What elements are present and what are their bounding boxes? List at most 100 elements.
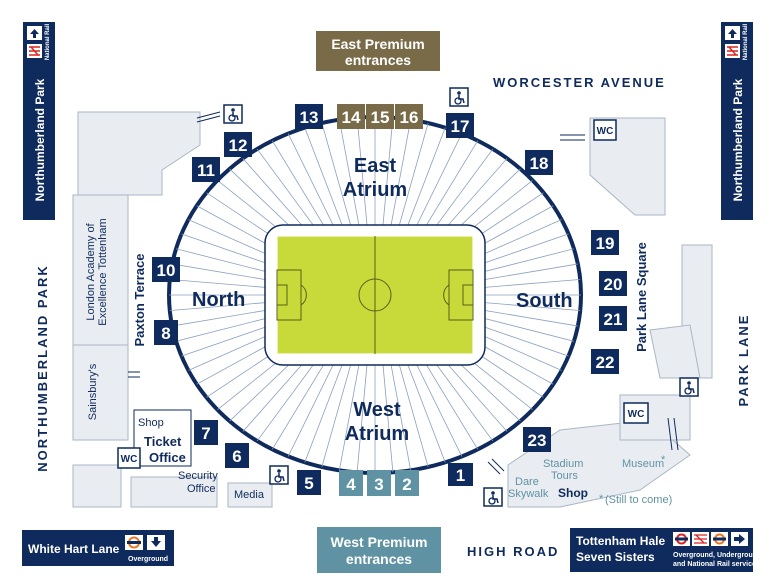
stand-west-label-2: Atrium [345,423,409,445]
shop-ticket-office[interactable]: Shop Ticket Office [133,409,192,467]
svg-text:Seven Sisters: Seven Sisters [576,550,655,564]
gate-23[interactable]: 23 [523,427,551,452]
svg-text:14: 14 [342,108,361,127]
gate-17[interactable]: 17 [446,113,474,138]
gate-8[interactable]: 8 [154,320,178,345]
stadium-tours-label-1: Stadium [543,458,583,470]
stand-south-label: South [516,290,573,312]
station-northumberland-park-right[interactable]: National Rail Northumberland Park [721,22,753,220]
still-to-come-label: (Still to come) [605,494,672,506]
road-park-lane: PARK LANE [736,314,751,407]
gate-1[interactable]: 1 [448,463,473,486]
svg-text:1: 1 [456,466,465,485]
accessible-icon [449,87,469,107]
svg-text:22: 22 [596,353,615,372]
gate-16[interactable]: 16 [395,104,423,129]
svg-text:18: 18 [530,154,549,173]
gate-14[interactable]: 14 [337,104,365,129]
svg-text:16: 16 [400,108,419,127]
road-park-lane-square: Park Lane Square [634,242,649,352]
svg-text:8: 8 [161,324,170,343]
building-sw-block-1 [72,464,122,508]
walkways [128,111,679,475]
gate-5[interactable]: 5 [297,470,321,495]
museum-label: Museum [622,458,664,470]
accessible-icon [223,104,243,124]
gate-19[interactable]: 19 [591,230,619,255]
gates: 1 2 3 4 5 6 7 8 10 11 12 13 14 15 16 17 … [152,104,627,496]
seating-row-line [351,117,371,256]
gate-4[interactable]: 4 [339,470,363,496]
gate-10[interactable]: 10 [152,257,180,282]
gate-3[interactable]: 3 [367,470,391,496]
gate-18[interactable]: 18 [525,150,553,175]
football-pitch [276,235,474,355]
svg-text:WC: WC [121,454,138,465]
gate-2[interactable]: 2 [395,470,419,496]
shop-south-label: Shop [558,486,588,500]
building-north-west [77,111,201,196]
svg-text:7: 7 [201,424,210,443]
svg-text:20: 20 [604,275,623,294]
svg-text:West Premium: West Premium [331,534,428,550]
stand-north-label: North [192,289,245,311]
west-premium-entrances[interactable]: West Premium entrances [317,527,441,573]
road-high-road: HIGH ROAD [467,544,559,559]
wc-south[interactable]: WC [623,402,649,424]
svg-text:National Rail: National Rail [743,23,749,60]
svg-text:5: 5 [304,474,313,493]
svg-text:10: 10 [157,261,176,280]
roundel-icon [711,532,728,546]
svg-text:Northumberland Park: Northumberland Park [731,78,745,201]
academy-label-1: London Academy of [85,222,97,320]
security-office-label-2: Office [187,483,216,495]
svg-text:and National Rail services: and National Rail services [673,561,760,568]
gate-12[interactable]: 12 [224,132,252,157]
building-south-east [649,324,701,379]
road-worcester-avenue: WORCESTER AVENUE [493,75,666,90]
roundel-icon [125,535,143,550]
wc-north-west[interactable]: WC [117,447,141,469]
gate-13[interactable]: 13 [295,104,323,129]
gate-6[interactable]: 6 [225,443,249,468]
svg-text:Office: Office [149,450,186,465]
still-to-come-star-icon: * [599,493,604,505]
svg-text:National Rail: National Rail [45,23,51,60]
station-northumberland-park-left[interactable]: National Rail Northumberland Park [23,22,55,220]
gate-7[interactable]: 7 [194,420,218,445]
gate-21[interactable]: 21 [599,306,627,331]
station-tottenham-hale-seven-sisters[interactable]: Tottenham Hale Seven Sisters Overground,… [570,528,761,572]
stand-east-label-1: East [354,155,397,177]
roundel-icon [673,532,690,546]
svg-text:WC: WC [597,126,614,137]
stadium-tours-label-2: Tours [551,470,578,482]
building-skywalk [507,419,691,508]
svg-text:Overground, Underground: Overground, Underground [673,552,761,559]
museum-star-icon: * [661,454,666,466]
media-label: Media [234,489,265,501]
station-white-hart-lane[interactable]: White Hart Lane Overground [22,530,174,566]
arrow-down-icon [147,535,165,550]
svg-text:12: 12 [229,136,248,155]
svg-text:11: 11 [197,161,215,180]
gate-15[interactable]: 15 [366,104,394,129]
gate-11[interactable]: 11 [192,157,220,182]
svg-text:Ticket: Ticket [144,434,182,449]
gate-20[interactable]: 20 [599,271,627,296]
stand-east-label-2: Atrium [343,179,407,201]
road-paxton-terrace: Paxton Terrace [132,254,147,347]
svg-text:Overground: Overground [128,556,168,563]
svg-text:Tottenham Hale: Tottenham Hale [576,534,665,548]
security-office-label-1: Security [178,470,218,482]
svg-text:White Hart Lane: White Hart Lane [28,542,120,556]
surrounding-buildings [72,111,713,508]
wc-north-east[interactable]: WC [593,119,617,141]
svg-text:entrances: entrances [345,52,411,68]
building-north-east [589,117,666,216]
svg-text:17: 17 [451,117,470,136]
building-sw-block-2 [130,476,218,508]
building-media [227,482,273,508]
seating-row-line [379,334,399,473]
gate-22[interactable]: 22 [591,349,619,374]
east-premium-entrances[interactable]: East Premium entrances [316,31,440,71]
